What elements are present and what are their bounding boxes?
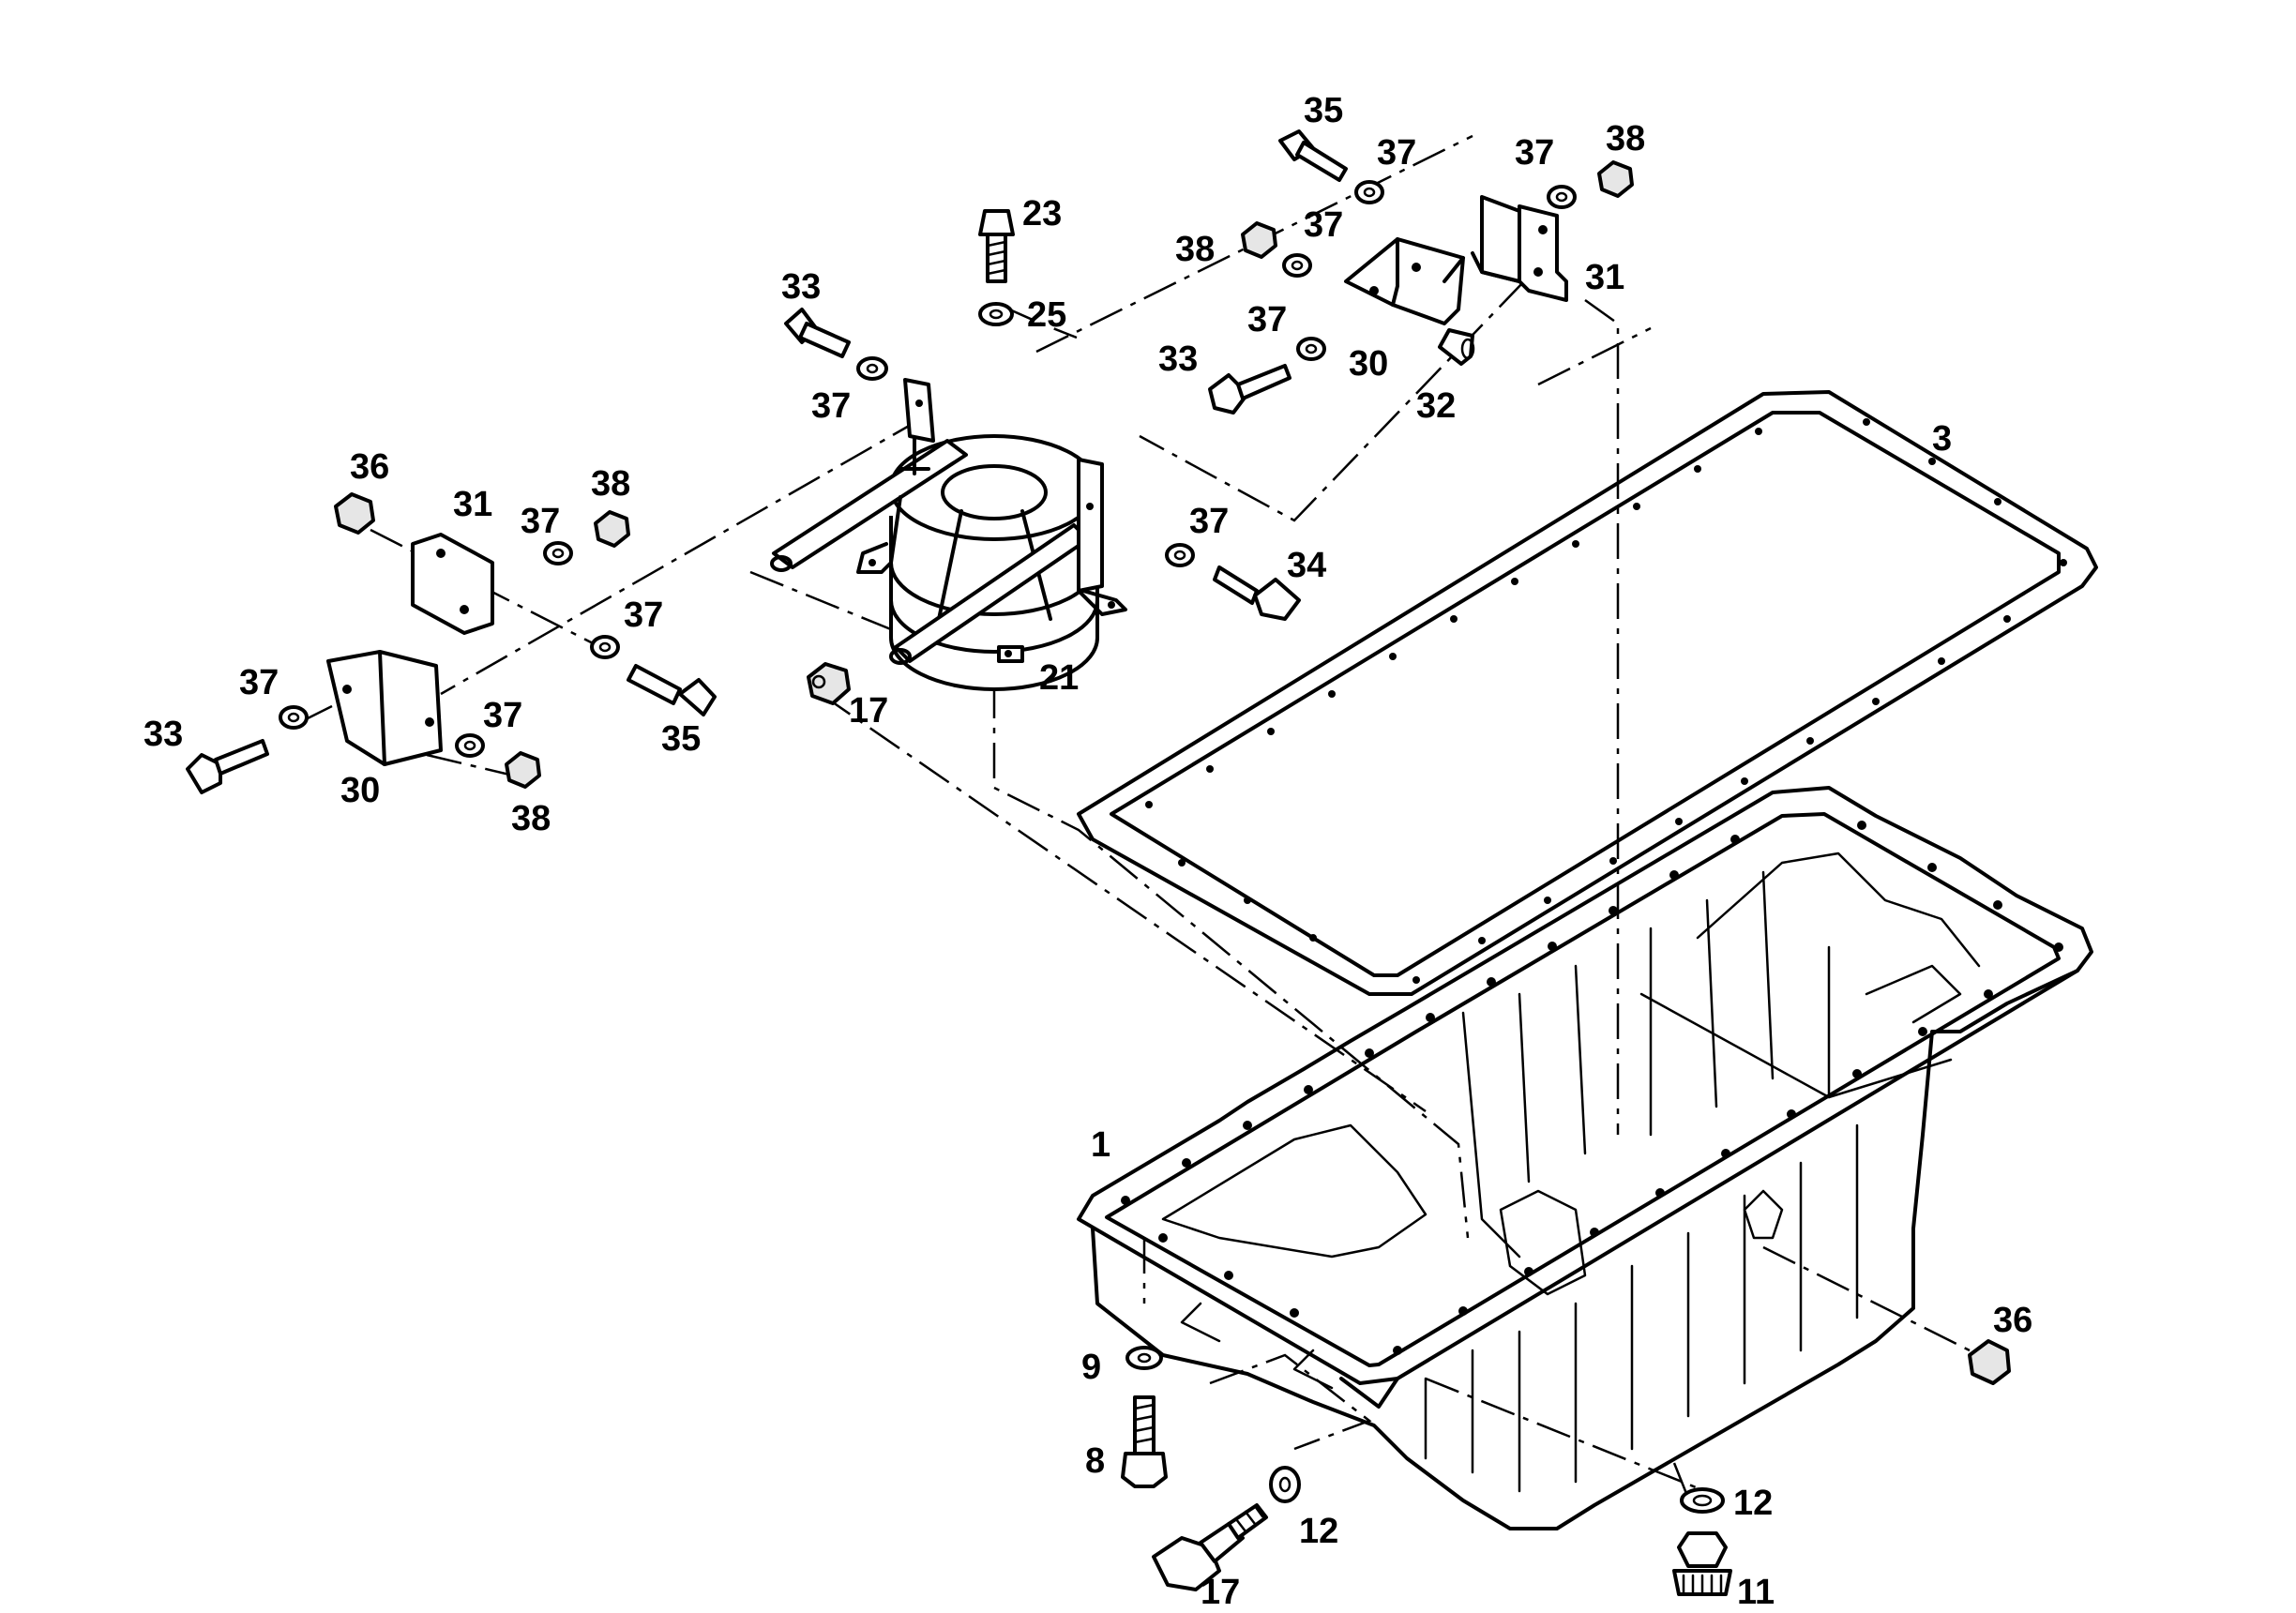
callout-11: 11 (1737, 1573, 1775, 1612)
assembly-leader-lines (299, 134, 1971, 1511)
callout-33: 33 (781, 267, 821, 307)
callout-9: 9 (1081, 1348, 1101, 1387)
callout-25: 25 (1027, 295, 1066, 335)
callout-37: 37 (1515, 133, 1554, 173)
callout-35: 35 (661, 719, 701, 759)
callout-37: 37 (483, 696, 522, 735)
callout-23: 23 (1022, 194, 1062, 234)
callout-37: 37 (624, 595, 663, 635)
callout-36: 36 (350, 447, 389, 487)
callout-37: 37 (239, 663, 279, 702)
callout-36: 36 (1993, 1301, 2032, 1340)
callout-17: 17 (1201, 1573, 1240, 1612)
callout-37: 37 (521, 502, 560, 541)
callout-37: 37 (1247, 300, 1287, 339)
callout-38: 38 (1606, 119, 1645, 158)
callout-38: 38 (591, 464, 630, 504)
callout-33: 33 (1158, 339, 1198, 379)
callout-labels: 35 37 37 38 23 38 37 31 33 25 37 33 30 3… (144, 91, 2032, 1612)
callout-12: 12 (1299, 1512, 1338, 1551)
callout-31: 31 (453, 485, 492, 524)
gasket (1077, 390, 2098, 996)
callout-38: 38 (511, 799, 551, 838)
callout-37: 37 (1377, 133, 1416, 173)
callout-33: 33 (144, 715, 183, 754)
callout-31: 31 (1585, 258, 1624, 297)
callout-38: 38 (1175, 230, 1215, 269)
callout-30: 30 (340, 771, 380, 810)
callout-35: 35 (1304, 91, 1343, 130)
oil-pan (1077, 786, 2093, 1530)
callout-30: 30 (1349, 344, 1388, 384)
fastener-hardware (186, 129, 2011, 1596)
callout-3: 3 (1932, 419, 1952, 459)
callout-37: 37 (811, 386, 851, 426)
callout-34: 34 (1287, 546, 1326, 585)
callout-12: 12 (1733, 1484, 1773, 1523)
callout-1: 1 (1091, 1125, 1110, 1165)
callout-17: 17 (849, 691, 888, 731)
callout-32: 32 (1416, 386, 1456, 426)
callout-21: 21 (1039, 658, 1079, 698)
callout-8: 8 (1085, 1441, 1105, 1481)
callout-37: 37 (1304, 205, 1343, 245)
oil-cooler (770, 378, 1127, 691)
callout-37: 37 (1189, 502, 1229, 541)
